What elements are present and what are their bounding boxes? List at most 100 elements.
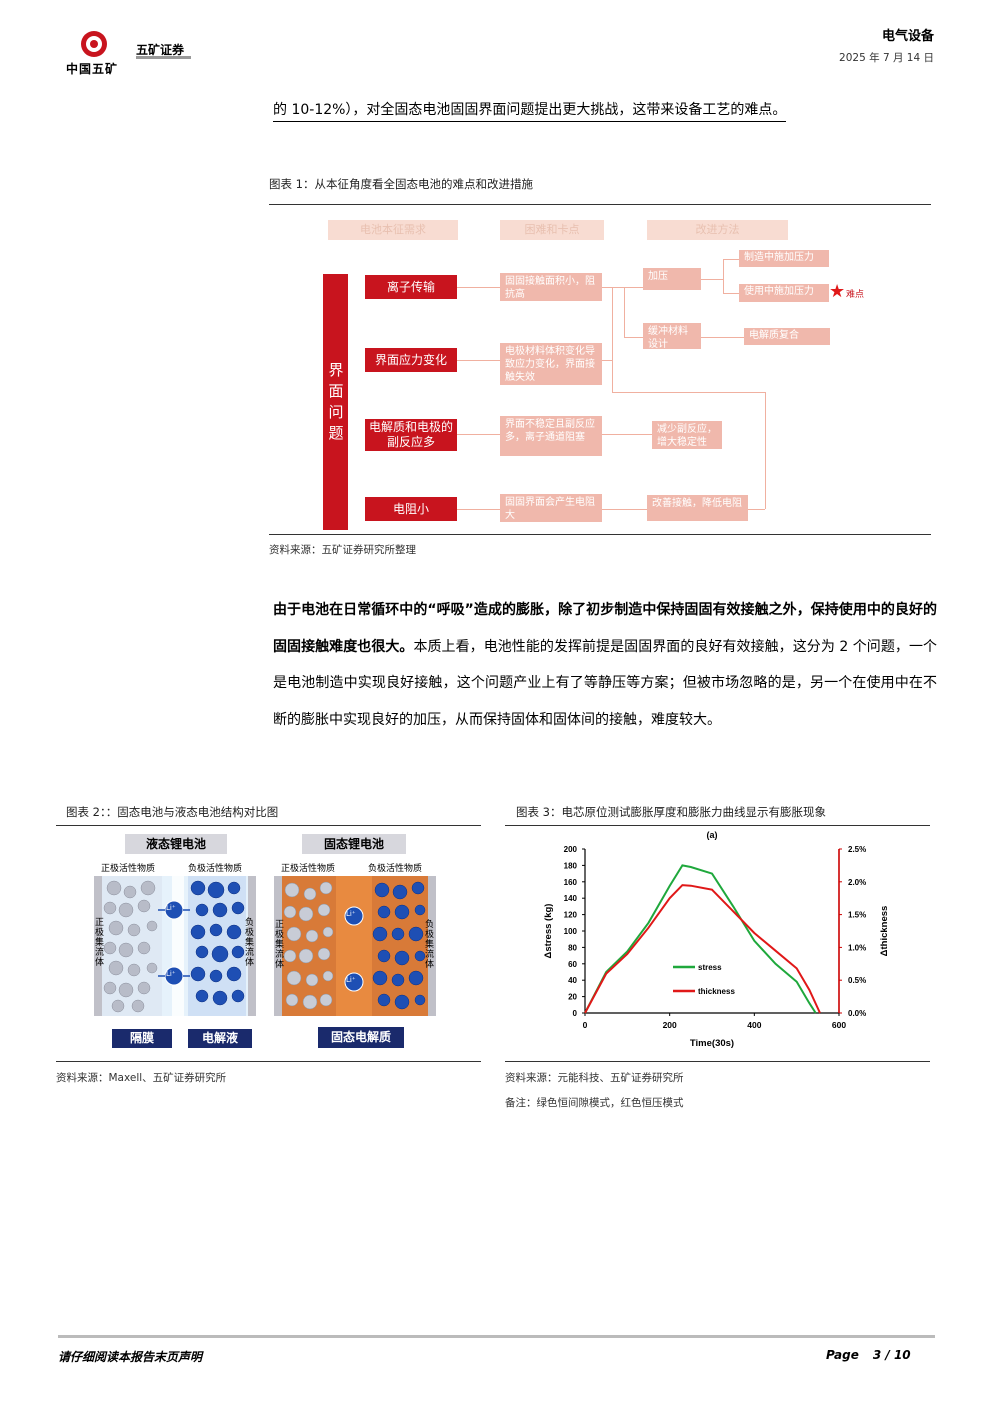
chart-y-label: Δstress (kg) bbox=[543, 904, 554, 959]
fig1-connector bbox=[602, 287, 643, 288]
fig1-row1-label: 离子传输 bbox=[365, 275, 457, 299]
fig1-vertical-label: 界面问题 bbox=[328, 361, 344, 442]
fig2-liquid-cathode-cc: 正极集流体 bbox=[95, 918, 105, 968]
fig2-liquid-li-bottom: Li⁺ bbox=[166, 970, 176, 978]
logo-subline bbox=[136, 56, 191, 59]
fig1-row2-label: 界面应力变化 bbox=[365, 348, 457, 372]
figure1-top-rule bbox=[269, 204, 931, 205]
fig1-connector bbox=[612, 287, 613, 392]
fig1-connector bbox=[457, 287, 500, 288]
chart-y-tick-label: 140 bbox=[564, 894, 578, 903]
fig2-liquid-title: 液态锂电池 bbox=[125, 834, 227, 854]
chart-y2-tick-label: 1.5% bbox=[848, 911, 866, 920]
body-paragraph: 由于电池在日常循环中的“呼吸”造成的膨胀，除了初步制造中保持固固有效接触之外，保… bbox=[273, 592, 937, 738]
fig1-method-pressure: 加压 bbox=[643, 268, 701, 290]
report-section: 电气设备 bbox=[881, 29, 934, 44]
chart-x-tick-label: 400 bbox=[747, 1020, 761, 1030]
chart-y2-tick-label: 2.5% bbox=[848, 845, 866, 854]
fig1-row3-label: 电解质和电极的副反应多 bbox=[365, 419, 457, 451]
fig1-header-issues: 困难和卡点 bbox=[500, 220, 604, 240]
fig1-connector bbox=[723, 259, 724, 293]
figure3-top-rule bbox=[505, 825, 930, 826]
fig2-solid-electrolyte-label: 固态电解质 bbox=[318, 1027, 404, 1048]
report-date: 2025 年 7 月 14 日 bbox=[839, 52, 934, 64]
fig1-method-mfg-pressure: 制造中施加压力 bbox=[739, 250, 829, 267]
fig2-electrolyte-label: 电解液 bbox=[188, 1029, 252, 1048]
chart-y-tick-label: 200 bbox=[564, 845, 578, 854]
figure2-top-rule bbox=[56, 825, 481, 826]
fig1-connector bbox=[748, 509, 765, 510]
chart-y-tick-label: 40 bbox=[568, 976, 577, 985]
fig2-separator-label: 隔膜 bbox=[112, 1029, 172, 1048]
fig1-row4-label: 电阻小 bbox=[365, 497, 457, 521]
fig1-connector bbox=[457, 434, 500, 435]
fig1-connector bbox=[457, 509, 500, 510]
paragraph-normal: 本质上看，电池性能的发挥前提是固固界面的良好有效接触，这分为 2 个问题，一个是… bbox=[273, 638, 937, 728]
fig2-solid-battery-graphic bbox=[274, 876, 436, 1016]
fig1-connector bbox=[624, 287, 625, 337]
fig1-connector bbox=[624, 337, 643, 338]
figure3-bottom-rule bbox=[505, 1061, 930, 1062]
fig1-row4-issue: 固固界面会产生电阻大 bbox=[500, 494, 602, 522]
fig1-connector bbox=[612, 392, 765, 393]
figure2-source: 资料来源：Maxell、五矿证券研究所 bbox=[56, 1072, 227, 1084]
fig1-header-methods: 改进方法 bbox=[647, 220, 788, 240]
fig1-connector bbox=[765, 392, 766, 509]
chart-y-tick-label: 180 bbox=[564, 861, 578, 870]
fig2-solid-cathode-label: 正极活性物质 bbox=[281, 864, 336, 874]
fig2-liquid-li-top: Li⁺ bbox=[166, 904, 176, 912]
chart-y-tick-label: 160 bbox=[564, 878, 578, 887]
fig1-method-use-pressure: 使用中施加压力 bbox=[739, 284, 829, 302]
fig1-header-needs: 电池本征需求 bbox=[328, 220, 458, 240]
figure2-caption: 图表 2：：固态电池与液态电池结构对比图 bbox=[66, 805, 279, 819]
figure2-bottom-rule bbox=[56, 1061, 481, 1062]
paragraph-bold: 由于电池在日常循环中的“呼吸”造成的膨胀，除了初步制造中保持固固有效接触之外，保… bbox=[273, 602, 937, 655]
fig1-connector bbox=[602, 509, 647, 510]
logo-text-cn: 中国五矿 bbox=[66, 62, 119, 76]
figure1-source: 资料来源：五矿证券研究所整理 bbox=[269, 544, 416, 556]
fig2-liquid-battery-graphic bbox=[94, 876, 256, 1016]
fig2-liquid-anode-cc: 负极集流体 bbox=[245, 918, 255, 968]
page-label: Page bbox=[826, 1348, 859, 1362]
chart-y-tick-label: 20 bbox=[568, 993, 577, 1002]
fig2-liquid-cathode-label: 正极活性物质 bbox=[101, 864, 156, 874]
fig1-connector bbox=[602, 360, 612, 361]
star-icon: ★ bbox=[829, 281, 846, 302]
fig2-solid-li-top: Li⁺ bbox=[346, 910, 356, 918]
footer-disclaimer: 请仔细阅读本报告末页声明 bbox=[58, 1350, 203, 1364]
figure1-bottom-rule bbox=[269, 534, 931, 535]
chart-series-line-thickness bbox=[584, 884, 821, 1014]
fig2-solid-anode-cc: 负极集流体 bbox=[425, 920, 435, 970]
chart-y2-tick-label: 0.5% bbox=[848, 976, 866, 985]
chart-x-tick-label: 0 bbox=[583, 1020, 588, 1030]
chart-y-tick-label: 120 bbox=[564, 911, 578, 920]
fig1-star-label: 难点 bbox=[846, 290, 865, 300]
chart-y-tick-label: 0 bbox=[573, 1009, 578, 1018]
figure3-note: 备注：绿色恒间隙模式，红色恒压模式 bbox=[505, 1097, 684, 1109]
chart-y-tick-label: 60 bbox=[568, 960, 577, 969]
chart-y2-tick-label: 2.0% bbox=[848, 878, 866, 887]
fig1-vertical-bar bbox=[323, 274, 348, 530]
fig1-method-buffer: 缓冲材料设计 bbox=[643, 323, 701, 350]
fig1-connector bbox=[701, 337, 744, 338]
chart-legend-label-thickness: thickness bbox=[698, 987, 735, 996]
fig2-solid-cathode-cc: 正极集流体 bbox=[275, 920, 285, 970]
fig1-method-side-reaction: 减少副反应，增大稳定性 bbox=[652, 421, 722, 449]
chart-y-tick-label: 80 bbox=[568, 943, 577, 952]
chart-y2-tick-label: 1.0% bbox=[848, 943, 866, 952]
chart-series-line-stress bbox=[584, 864, 817, 1014]
fig1-row1-issue: 固固接触面积小，阻抗高 bbox=[500, 273, 602, 301]
fig1-connector bbox=[701, 279, 723, 280]
figure3-caption: 图表 3：电芯原位测试膨胀厚度和膨胀力曲线显示有膨胀现象 bbox=[516, 805, 826, 819]
fig1-connector bbox=[457, 360, 500, 361]
fig1-method-composite: 电解质复合 bbox=[744, 328, 830, 345]
chart-x-tick-label: 200 bbox=[663, 1020, 677, 1030]
logo-text-securities: 五矿证券 bbox=[136, 43, 185, 57]
chart-y2-tick-label: 0.0% bbox=[848, 1009, 866, 1018]
figure3-source: 资料来源：元能科技、五矿证券研究所 bbox=[505, 1072, 684, 1084]
fig1-connector bbox=[723, 293, 739, 294]
company-logo-icon bbox=[80, 30, 108, 58]
chart-y-tick-label: 100 bbox=[564, 927, 578, 936]
fig2-solid-anode-label: 负极活性物质 bbox=[368, 864, 423, 874]
